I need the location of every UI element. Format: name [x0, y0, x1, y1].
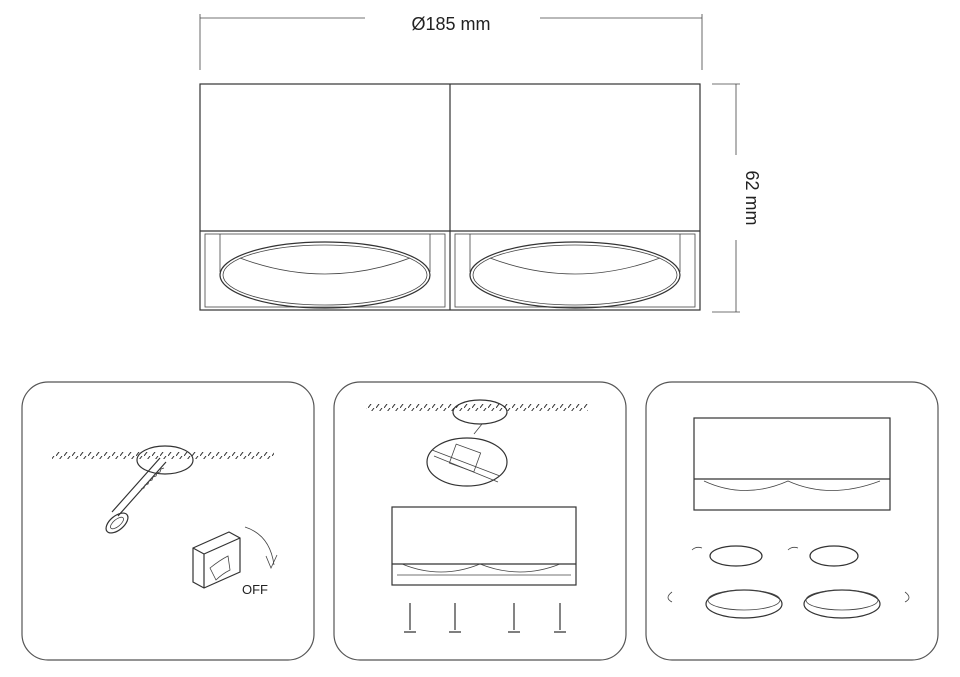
hole-saw-icon — [105, 457, 167, 534]
ceiling-hatch — [366, 404, 588, 411]
width-label: Ø185 mm — [411, 14, 490, 34]
wiring-connector-icon — [426, 423, 508, 487]
ceiling-hatch — [52, 452, 274, 459]
led-module-icon — [691, 545, 859, 567]
screws-icon — [404, 603, 566, 633]
fixture-installed-view — [693, 417, 891, 511]
rotate-arrow-icon — [244, 526, 275, 566]
off-label: OFF — [242, 582, 268, 597]
step-1-panel: OFF — [21, 381, 315, 661]
fixture-mount-view — [391, 506, 577, 586]
width-dimension: Ø185 mm — [199, 14, 703, 70]
step-3-panel — [645, 381, 939, 661]
switch-icon — [192, 531, 241, 589]
height-dimension: 62 mm — [712, 83, 762, 313]
ring-cover-icon — [667, 589, 910, 619]
step-2-panel — [333, 381, 627, 661]
fixture-front-view — [199, 83, 701, 311]
ceiling-hole — [136, 445, 194, 475]
height-label: 62 mm — [742, 170, 762, 225]
